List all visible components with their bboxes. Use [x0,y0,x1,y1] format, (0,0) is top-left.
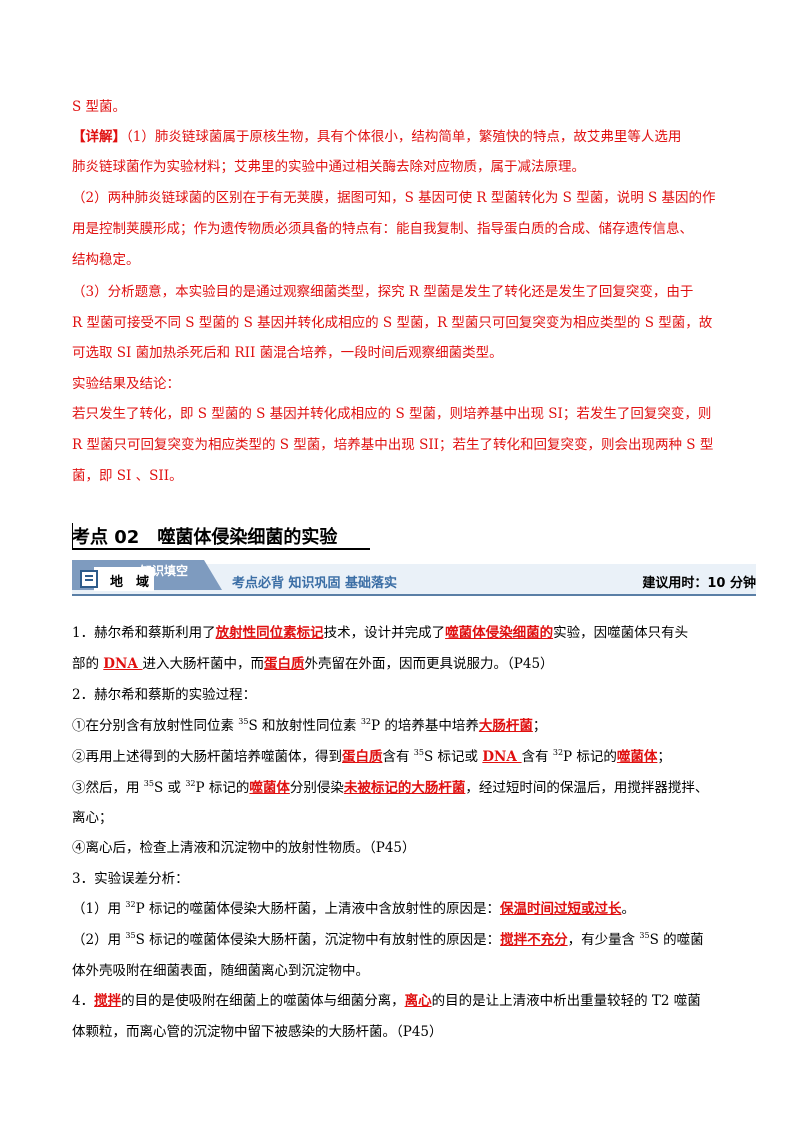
banner-tab-inner [94,567,154,591]
text: 含有 [382,749,414,765]
superscript: 32 [125,900,136,909]
text: ，经过短时间的保温后，用搅拌器搅拌、 [465,780,709,796]
text: 含有 [521,749,553,765]
text: 部的 [72,656,104,672]
blank-answer: 搅拌 [94,993,122,1009]
banner-tab-label: 知识填空 [140,564,189,578]
answer-line: 【详解】（1）肺炎链球菌属于原核生物，具有个体很小，结构简单，繁殖快的特点，故艾… [72,127,732,147]
answer-line: 若只发生了转化，即 S 型菌的 S 基因并转化成相应的 S 型菌，则培养基中出现… [72,406,712,422]
text: ②再用上述得到的大肠杆菌培养噬菌体，得到 [72,749,342,765]
answer-line: 菌，即 SI 、SII。 [72,468,183,484]
text: （2）用 [72,932,126,948]
text: P 标记的 [563,749,617,765]
suggested-time: 建议用时：10 分钟 [642,576,756,591]
answer-line: 肺炎链球菌作为实验材料；艾弗里的实验中通过相关酶去除对应物质，属于减法原理。 [72,159,585,175]
title-border [72,523,73,549]
superscript: 35 [238,717,249,726]
text: （1）用 [72,901,126,917]
text: ； [532,718,547,734]
superscript: 35 [639,931,650,940]
answer-line: 用是控制荚膜形成；作为遗传物质必须具备的特点有：能自我复制、指导蛋白质的合成、储… [72,221,693,237]
body-line: （1）用 32P 标记的噬菌体侵染大肠杆菌，上清液中含放射性的原因是：保温时间过… [72,899,732,919]
blank-answer: 未被标记的大肠杆菌 [343,780,466,796]
body-line: （2）用 35S 标记的噬菌体侵染大肠杆菌，沉淀物中有放射性的原因是：搅拌不充分… [72,930,732,950]
body-line: 4．搅拌的目的是使吸附在细菌上的噬菌体与细菌分离，离心的目的是让上清液中析出重量… [72,991,732,1011]
text: S 或 [153,780,186,796]
superscript: 32 [185,779,196,788]
answer-line: R 型菌只可回复突变为相应类型的 S 型菌，培养基中出现 SII；若生了转化和回… [72,437,714,453]
banner-tab-text: 地 域 [110,575,150,590]
banner-subtitle: 考点必背 知识巩固 基础落实 [232,576,398,591]
blank-answer: 放射性同位素标记 [215,625,324,641]
text: ； [657,749,671,765]
answer-line: 实验结果及结论： [72,376,180,392]
body-line: 离心； [72,810,113,826]
text: 4． [72,993,95,1009]
blank-answer: 噬菌体侵染细菌的 [445,625,554,641]
blank-answer: 保温时间过短或过长 [499,901,622,917]
body-line: 体颗粒，而离心管的沉淀物中留下被感染的大肠杆菌。（P45） [72,1024,443,1040]
text: P 标记的 [195,780,250,796]
superscript: 32 [552,748,564,757]
body-line: ④离心后，检查上清液和沉淀物中的放射性物质。（P45） [72,840,416,856]
blank-answer: DNA [482,749,522,765]
blank-answer: DNA [103,656,143,672]
text: 1．赫尔希和蔡斯利用了 [72,625,216,641]
text: S 标记或 [423,749,483,765]
answer-line: R 型菌可接受不同 S 型菌的 S 基因并转化成相应的 S 型菌，R 型菌只可回… [72,315,713,331]
answer-line: （3）分析题意，本实验目的是通过观察细菌类型，探究 R 型菌是发生了转化还是发生… [72,284,694,300]
section-title: 考点 02 噬菌体侵染细菌的实验 [72,527,338,548]
text: P 的培养基中培养 [371,718,479,734]
superscript: 35 [125,931,136,940]
text: 实验，因噬菌体只有头 [553,625,689,641]
text: S 和放射性同位素 [248,718,361,734]
text: S 的噬菌 [649,932,704,948]
blank-answer: 蛋白质 [264,656,305,672]
detail-label: 【详解】 [72,129,126,145]
text: 外壳留在外面，因而更具说服力。（P45） [304,656,554,672]
text: 进入大肠杆菌中，而 [142,656,265,672]
blank-answer: 搅拌不充分 [500,932,568,948]
book-icon [80,570,98,588]
text: ③然后，用 [72,780,144,796]
answer-line: 结构稳定。 [72,252,140,268]
body-line: 体外壳吸附在细菌表面，随细菌离心到沉淀物中。 [72,963,369,979]
body-line: 2．赫尔希和蔡斯的实验过程： [72,687,257,703]
blank-answer: 噬菌体 [249,780,290,796]
text: 的目的是让上清液中析出重量较轻的 T2 噬菌 [431,993,701,1009]
body-line: 3．实验误差分析： [72,871,189,887]
text: S 标记的噬菌体侵染大肠杆菌，沉淀物中有放射性的原因是： [135,932,501,948]
text: 的目的是使吸附在细菌上的噬菌体与细菌分离， [121,993,405,1009]
section-banner: 地 域 知识填空 考点必背 知识巩固 基础落实 建议用时：10 分钟 [72,560,756,596]
body-line: 部的 DNA 进入大肠杆菌中，而蛋白质外壳留在外面，因而更具说服力。（P45） [72,654,732,674]
answer-text: （1）肺炎链球菌属于原核生物，具有个体很小，结构简单，繁殖快的特点，故艾弗里等人… [126,129,682,145]
text: 。 [621,901,635,917]
text: 技术，设计并完成了 [323,625,446,641]
title-underline [72,548,370,550]
answer-line: 可选取 SI 菌加热杀死后和 RII 菌混合培养，一段时间后观察细菌类型。 [72,345,503,361]
superscript: 35 [413,748,424,757]
superscript: 32 [360,717,372,726]
body-line: ③然后，用 35S 或 32P 标记的噬菌体分别侵染未被标记的大肠杆菌，经过短时… [72,778,732,798]
body-line: ①在分别含有放射性同位素 35S 和放射性同位素 32P 的培养基中培养大肠杆菌… [72,716,732,736]
blank-answer: 离心 [404,993,432,1009]
blank-answer: 蛋白质 [342,749,383,765]
text: P 标记的噬菌体侵染大肠杆菌，上清液中含放射性的原因是： [135,901,500,917]
blank-answer: 噬菌体 [616,749,658,765]
answer-line: （2）两种肺炎链球菌的区别在于有无荚膜，据图可知，S 基因可使 R 型菌转化为 … [72,190,716,206]
blank-answer: 大肠杆菌 [478,718,533,734]
answer-line: S 型菌。 [72,99,127,115]
banner-divider [72,594,756,596]
text: ，有少量含 [567,932,640,948]
body-line: ②再用上述得到的大肠杆菌培养噬菌体，得到蛋白质含有 35S 标记或 DNA 含有… [72,747,732,767]
superscript: 35 [143,779,154,788]
text: ①在分别含有放射性同位素 [72,718,239,734]
body-line: 1．赫尔希和蔡斯利用了放射性同位素标记技术，设计并完成了噬菌体侵染细菌的实验，因… [72,623,732,643]
text: 分别侵染 [289,780,344,796]
